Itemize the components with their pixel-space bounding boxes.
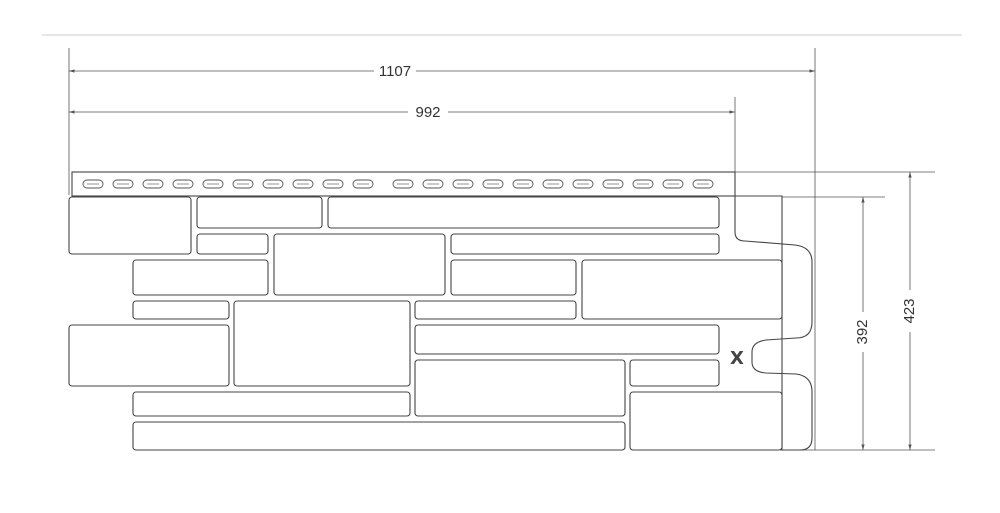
dimension-label-423: 423 — [901, 298, 918, 323]
stone-pattern — [68, 196, 783, 451]
stone-block — [196, 233, 269, 255]
dimension-overall-width: 1107 — [69, 63, 815, 80]
stone-block — [68, 324, 230, 387]
mount-mark: X — [730, 348, 744, 369]
stone-block — [629, 391, 783, 451]
stone-block — [629, 359, 720, 387]
stone-block — [414, 324, 720, 355]
stone-block — [132, 300, 230, 320]
dimension-overall-height: 423 — [901, 172, 918, 450]
dimension-effective-height: 392 — [854, 197, 871, 450]
interlock-profile — [734, 195, 813, 451]
nail-slots — [82, 179, 714, 189]
stone-block — [414, 359, 626, 417]
stone-block — [132, 391, 411, 417]
dimension-label-992: 992 — [415, 104, 440, 121]
stone-block — [450, 233, 720, 255]
stone-block — [196, 196, 323, 229]
stone-block — [450, 259, 577, 296]
stone-block — [414, 300, 577, 320]
stone-block — [233, 300, 411, 387]
stone-block — [327, 196, 720, 229]
stone-block — [273, 233, 446, 296]
dimension-label-392: 392 — [854, 319, 871, 344]
dimension-effective-width: 992 — [69, 104, 735, 121]
stone-block — [581, 259, 783, 320]
stone-block — [132, 259, 269, 296]
stone-block — [68, 196, 192, 255]
stone-block — [132, 421, 626, 451]
dimension-label-1107: 1107 — [379, 63, 411, 80]
